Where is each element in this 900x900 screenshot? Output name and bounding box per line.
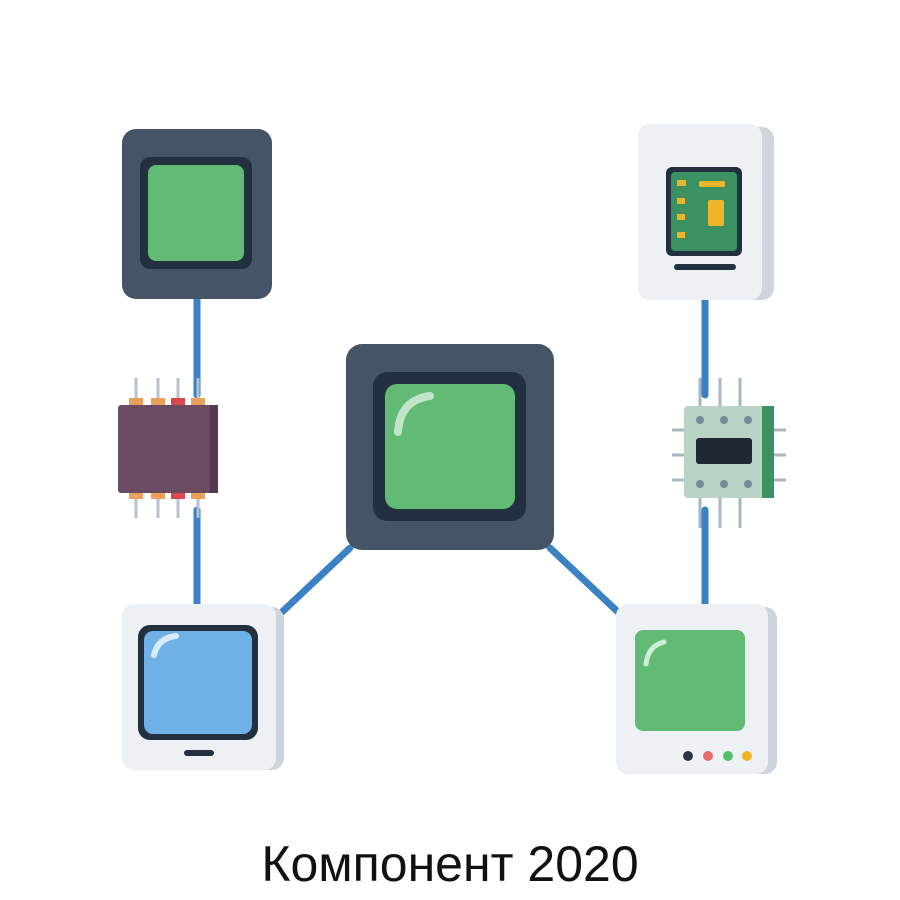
diagram-caption: Компонент 2020 — [261, 836, 639, 892]
connector-center-to-bottom-right — [546, 544, 622, 616]
large-processor-icon — [346, 344, 554, 550]
monitor-blue-screen-icon — [122, 604, 284, 770]
indicator-light-dark — [683, 751, 693, 761]
indicator-light-green — [723, 751, 733, 761]
green-screen-terminal-icon — [616, 604, 777, 774]
dip-ic-chip-icon — [118, 378, 218, 518]
connector-lines — [193, 294, 709, 616]
sensor-module-icon — [672, 378, 786, 528]
connector-bottom-left-to-center — [278, 544, 354, 616]
dark-square-chip-icon — [122, 129, 272, 299]
tablet-device-icon — [638, 124, 774, 300]
indicator-light-red — [703, 751, 713, 761]
indicator-light-yellow — [742, 751, 752, 761]
